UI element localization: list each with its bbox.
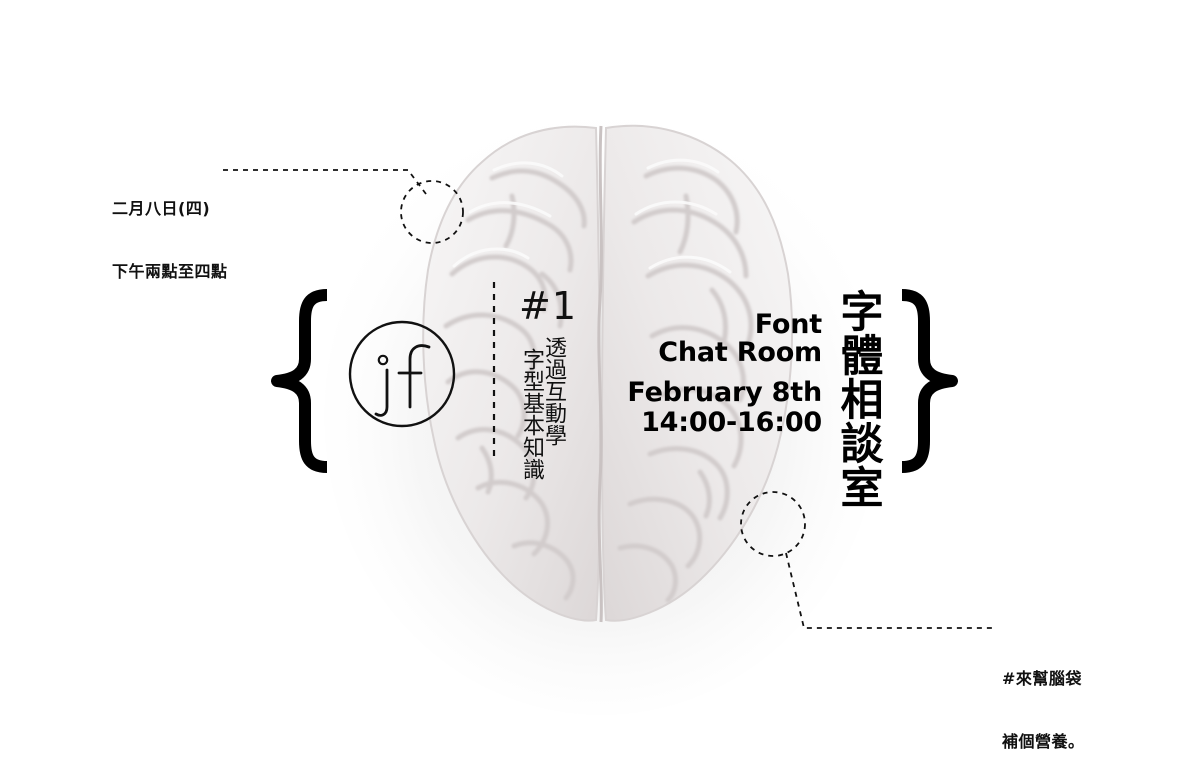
- event-date: February 8th: [627, 377, 822, 408]
- event-title-block: Font Chat Room February 8th 14:00-16:00: [627, 311, 822, 438]
- event-title-line-2: Chat Room: [658, 337, 822, 368]
- brain-fissure: [597, 125, 603, 623]
- right-curly-brace-icon: [901, 289, 958, 473]
- chinese-date-line-1: 二月八日(四): [112, 199, 211, 218]
- brain-nutrition-callout: #來幫腦袋 補個營養。: [1002, 626, 1085, 762]
- brain-folds: [443, 165, 754, 603]
- episode-subtitle-line-1: 透過互動學: [541, 336, 566, 446]
- jf-logo-icon: [348, 320, 456, 428]
- event-time: 14:00-16:00: [641, 407, 822, 438]
- event-title-line-1: Font: [754, 309, 822, 340]
- chinese-event-title: 字體相談室: [833, 289, 883, 509]
- brain-nutrition-line-2: 補個營養。: [1002, 732, 1085, 751]
- brain-highlights: [452, 158, 732, 274]
- issue-number: #1: [519, 284, 578, 328]
- chinese-date-note: 二月八日(四) 下午兩點至四點: [112, 156, 228, 324]
- chinese-date-line-2: 下午兩點至四點: [112, 262, 228, 281]
- left-curly-brace-icon: [271, 289, 328, 473]
- episode-subtitle-line-2: 字型基本知識: [519, 348, 544, 480]
- brain-nutrition-line-1: #來幫腦袋: [1002, 669, 1082, 688]
